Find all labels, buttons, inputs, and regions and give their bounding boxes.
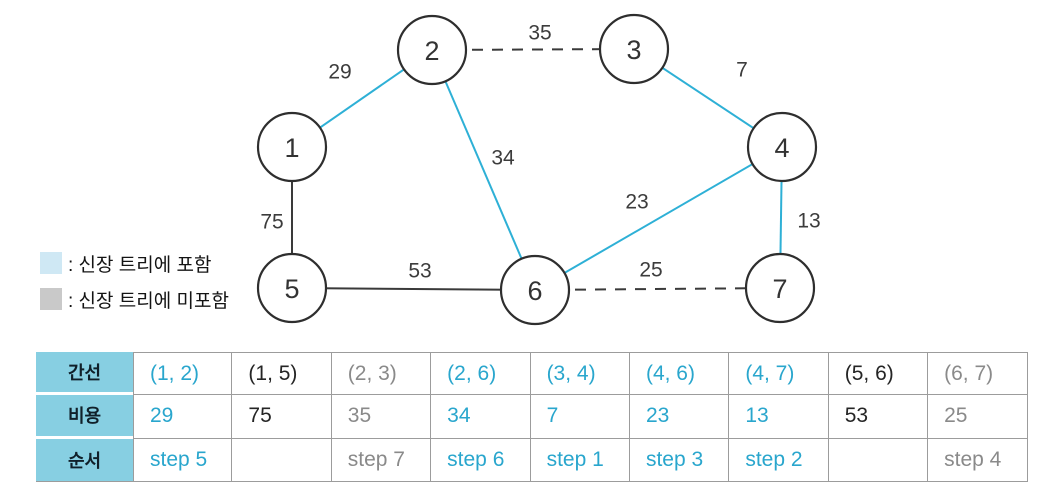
edge-5-6 xyxy=(291,287,536,291)
node-4: 4 xyxy=(746,111,818,183)
node-7: 7 xyxy=(744,252,816,324)
table-cell-order: step 2 xyxy=(729,438,829,482)
table-cell-order: step 1 xyxy=(530,438,630,482)
table-cell-cost: 75 xyxy=(232,395,332,439)
legend-item-included: : 신장 트리에 포함 xyxy=(40,252,229,276)
edge-weight-6-7: 25 xyxy=(639,259,662,282)
edge-weight-1-2: 29 xyxy=(328,61,351,84)
node-7-label: 7 xyxy=(772,274,787,304)
excluded-swatch-icon xyxy=(40,288,62,310)
edge-weight-4-7: 13 xyxy=(797,210,820,233)
edge-cost-table: 간선 (1, 2) (1, 5) (2, 3) (2, 6) (3, 4) (4… xyxy=(36,352,1028,482)
edge-2-6 xyxy=(431,49,536,291)
node-3-label: 3 xyxy=(626,35,641,65)
edge-weight-1-5: 75 xyxy=(260,211,283,234)
edge-weight-4-6: 23 xyxy=(625,191,648,214)
table-cell-edge: (2, 6) xyxy=(431,352,531,396)
edge-6-7 xyxy=(534,287,781,291)
row-header-order: 순서 xyxy=(36,438,133,482)
table-cell-order xyxy=(828,438,929,482)
legend-excluded-label: : 신장 트리에 미포함 xyxy=(68,290,229,312)
table-cell-cost: 7 xyxy=(530,395,630,439)
edge-weight-2-6: 34 xyxy=(491,147,515,170)
edge-weight-5-6: 53 xyxy=(408,260,431,283)
node-2: 2 xyxy=(396,14,468,86)
node-6: 6 xyxy=(499,254,571,326)
table-cell-cost: 53 xyxy=(828,395,929,439)
legend: : 신장 트리에 포함 : 신장 트리에 미포함 xyxy=(40,252,229,324)
node-5: 5 xyxy=(256,252,328,324)
legend-item-excluded: : 신장 트리에 미포함 xyxy=(40,288,229,312)
node-1: 1 xyxy=(256,111,328,183)
table-cell-edge: (4, 7) xyxy=(729,352,829,396)
node-1-label: 1 xyxy=(284,133,299,163)
table-cell-cost: 13 xyxy=(729,395,829,439)
edge-4-6 xyxy=(534,146,783,291)
row-header-cost: 비용 xyxy=(36,395,133,439)
edge-weight-2-3: 35 xyxy=(528,22,551,45)
table-cell-order: step 5 xyxy=(133,438,233,482)
table-cell-order: step 3 xyxy=(629,438,730,482)
table-cell-edge: (5, 6) xyxy=(828,352,929,396)
table-cell-edge: (4, 6) xyxy=(629,352,730,396)
node-4-label: 4 xyxy=(774,133,789,163)
table-cell-order xyxy=(232,438,332,482)
node-3: 3 xyxy=(598,13,670,85)
table-cell-cost: 34 xyxy=(431,395,531,439)
table-cell-order: step 6 xyxy=(431,438,531,482)
included-swatch-icon xyxy=(40,252,62,274)
table-cell-cost: 25 xyxy=(928,395,1028,439)
table-cell-cost: 29 xyxy=(133,395,233,439)
legend-included-label: : 신장 트리에 포함 xyxy=(68,254,212,276)
node-2-label: 2 xyxy=(424,36,439,66)
table-cell-edge: (2, 3) xyxy=(331,352,432,396)
row-header-edge: 간선 xyxy=(36,352,133,396)
table-cell-order: step 4 xyxy=(928,438,1028,482)
table-cell-order: step 7 xyxy=(331,438,432,482)
table-cell-edge: (3, 4) xyxy=(530,352,630,396)
table-cell-cost: 35 xyxy=(331,395,432,439)
table-cell-edge: (1, 5) xyxy=(232,352,332,396)
table-cell-edge: (1, 2) xyxy=(133,352,233,396)
table-cell-cost: 23 xyxy=(629,395,730,439)
node-5-label: 5 xyxy=(284,274,299,304)
graph-diagram: 29 35 7 34 23 13 75 53 25 1 2 3 4 5 xyxy=(256,13,821,326)
node-6-label: 6 xyxy=(527,276,542,306)
table-cell-edge: (6, 7) xyxy=(928,352,1028,396)
edge-weight-3-4: 7 xyxy=(736,59,748,82)
